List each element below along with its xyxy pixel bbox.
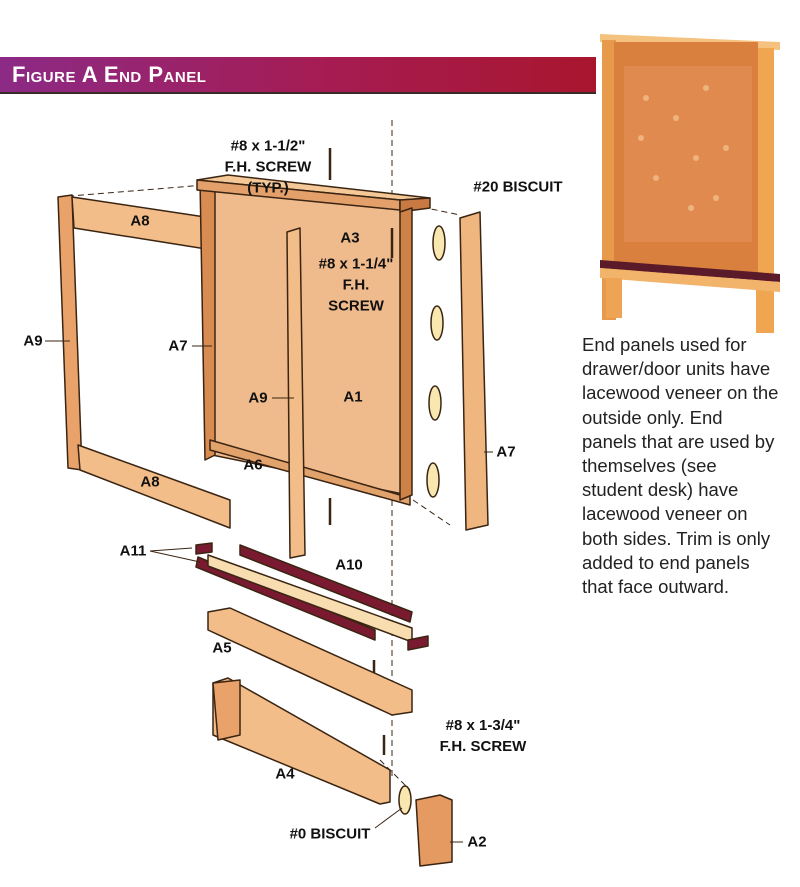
part-label-a11: A11 [119,542,147,560]
part-label-a9-mid: A9 [248,389,268,407]
part-a4 [212,677,391,805]
part-label-a9: A9 [23,332,43,350]
stile-a7-right [459,211,489,531]
part-a2 [415,794,453,867]
rail-a9-mid [286,227,306,559]
figure-header: Figure A End Panel [0,57,596,94]
figure-title: Figure A End Panel [12,62,207,87]
trim-a10-a11 [195,542,429,651]
callout-screw-top: #8 x 1-1/2" F.H. SCREW (TYP.) [224,137,312,197]
leader-lines [45,340,493,843]
callout-screw-mid: #8 x 1-1/4" F.H. SCREW [318,255,394,315]
part-label-a8: A8 [130,212,150,230]
end-panel-photo [600,34,780,333]
part-label-a6: A6 [243,456,263,474]
part-label-a3: A3 [340,229,360,247]
part-label-a1: A1 [343,388,363,406]
part-label-a7-right: A7 [496,443,516,461]
part-label-a2: A2 [467,833,487,851]
part-label-a5: A5 [212,639,232,657]
part-a5 [207,607,413,716]
part-label-a10: A10 [335,556,363,574]
part-label-a8-bottom: A8 [140,473,160,491]
callout-biscuit-0: #0 BISCUIT [289,825,371,843]
panel-a1 [196,174,431,506]
part-label-a7: A7 [168,337,188,355]
callout-screw-bottom: #8 x 1-3/4" F.H. SCREW [439,717,527,755]
part-label-a4: A4 [275,765,295,783]
biscuits [398,225,446,815]
description-text: End panels used for drawer/door units ha… [582,334,779,598]
callout-biscuit-20: #20 BISCUIT [473,178,563,196]
